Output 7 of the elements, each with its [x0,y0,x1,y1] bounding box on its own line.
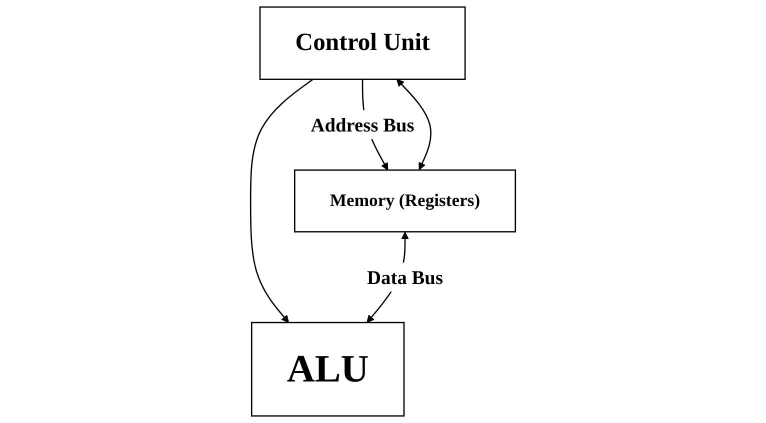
edge-label: Data Bus [367,266,444,288]
node-box: ALU [250,322,405,417]
arrow [396,78,432,170]
arrow [250,78,314,323]
edge-label: Address Bus [310,114,414,136]
node-box: Control Unit [259,6,466,80]
node-box: Memory (Registers) [294,169,516,232]
